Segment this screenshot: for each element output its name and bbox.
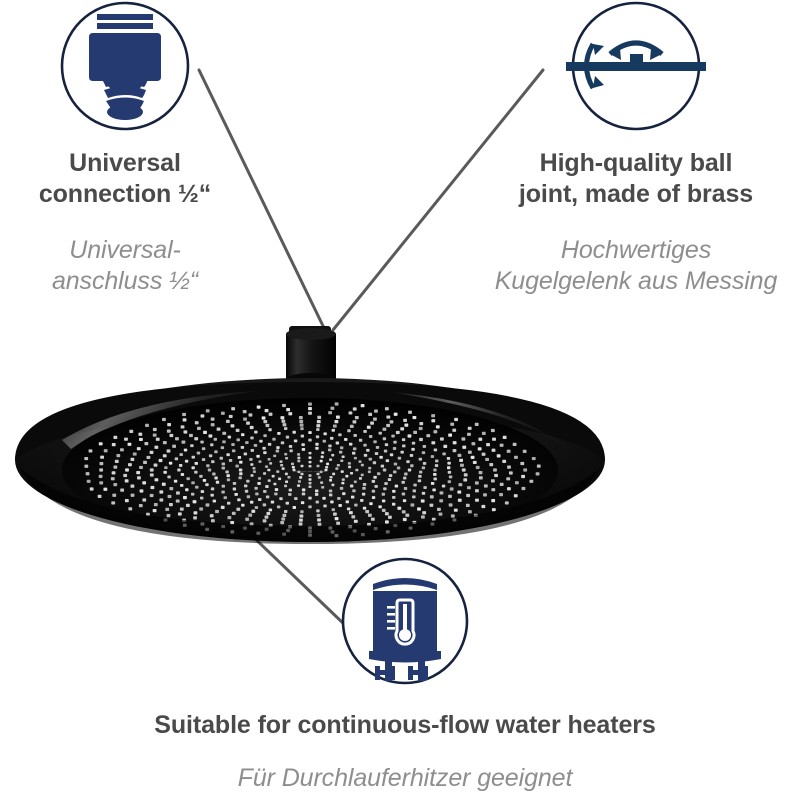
feature-label-en-water-heater: Suitable for continuous-flow water heate… [60,710,750,741]
feature-ball-joint: High-quality ball joint, made of brass H… [472,0,800,296]
feature-label-en-universal-connection: Universal connection ½“ [0,148,250,209]
feature-water-heater: Suitable for continuous-flow water heate… [60,556,750,793]
hose-connector-icon [60,0,190,132]
feature-label-de-water-heater: Für Durchlauferhitzer geeignet [60,763,750,794]
feature-universal-connection: Universal connection ½“ Universal- ansch… [0,0,250,296]
shower-head-product-image: radial silicone nozzle field — — — — — [0,318,620,568]
product-brand-mark: — — — — — [295,469,326,475]
feature-label-en-ball-joint: High-quality ball joint, made of brass [472,148,800,209]
feature-label-de-ball-joint: Hochwertiges Kugelgelenk aus Messing [472,235,800,296]
water-heater-thermometer-icon [341,556,469,686]
icon-wrap-ball-joint [562,0,710,132]
ball-joint-rotation-icon [562,0,710,132]
feature-label-de-universal-connection: Universal- anschluss ½“ [0,235,250,296]
icon-wrap-water-heater [341,556,469,686]
icon-wrap-universal-connection [60,0,190,132]
